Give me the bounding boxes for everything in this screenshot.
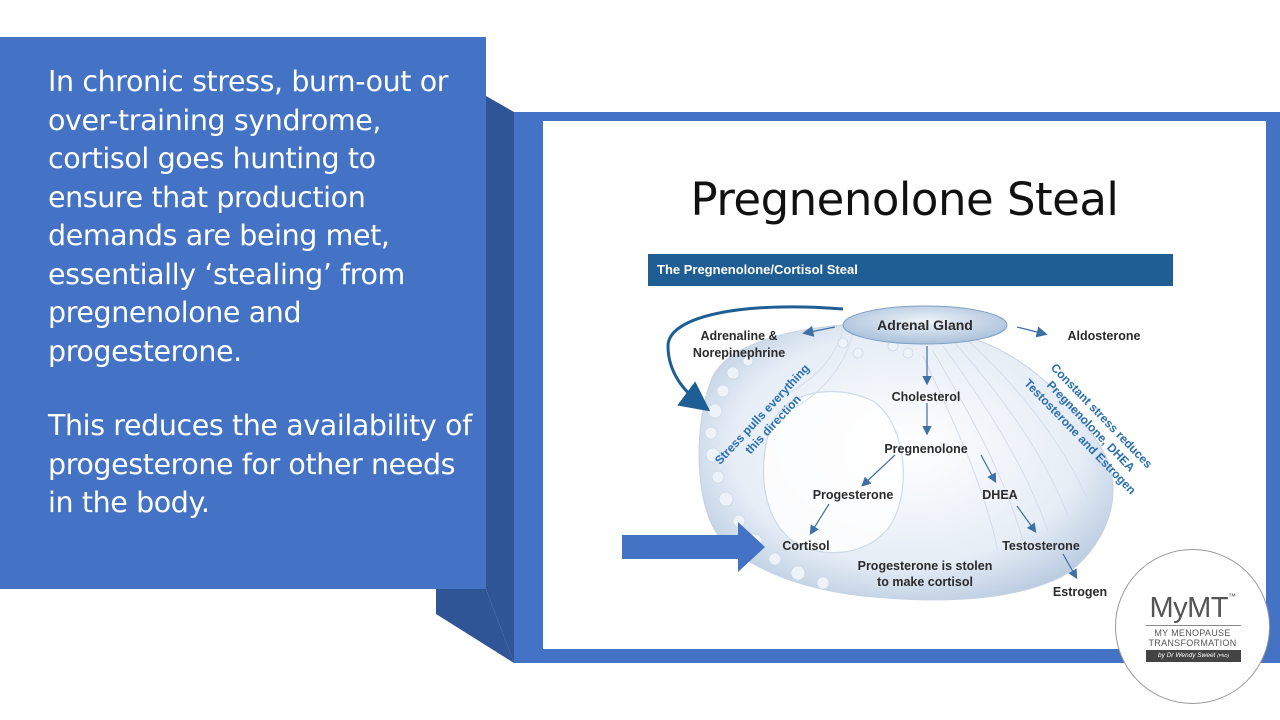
arrow-to-dhea [980,454,997,484]
node-pregnenolone: Pregnenolone [884,442,967,456]
fiber-lines [782,330,1089,552]
bottom-annotation-line1: Progesterone is stolen [858,559,993,573]
embedded-slide: Pregnenolone Steal The Pregnenolone/Cort… [543,121,1266,649]
node-dhea: DHEA [982,488,1017,502]
logo-wordmark: MyMT™ [1116,592,1269,625]
logo-byline: by Dr Wendy Sweet (PhD) [1146,650,1241,662]
body-paragraph-2: This reduces the availability of progest… [48,409,472,519]
logo-byline-text: by Dr Wendy Sweet [1158,652,1216,659]
cell-inner-lobe [762,390,904,554]
node-progesterone: Progesterone [813,488,894,502]
arrow-to-testosterone [1016,505,1037,533]
slide-title: Pregnenolone Steal [690,173,1119,226]
node-estrogen: Estrogen [1053,585,1107,599]
adrenal-gland-ellipse [842,305,1008,345]
connector-lower-shade [436,589,514,663]
logo-line2: TRANSFORMATION [1148,638,1237,648]
stress-curve-arrow [666,305,844,412]
node-testosterone: Testosterone [1002,539,1080,553]
arrow-to-adrenaline [802,325,836,337]
body-paragraph-1: In chronic stress, burn-out or over-trai… [48,65,449,368]
node-cholesterol: Cholesterol [892,390,961,404]
node-aldosterone: Aldosterone [1068,329,1141,343]
logo-line1: MY MENOPAUSE [1154,628,1231,638]
arrow-to-progesterone [861,454,896,487]
logo-main-text: MyMT [1149,592,1229,624]
node-adrenal-gland: Adrenal Gland [877,317,973,333]
logo-byline-suffix: (PhD) [1217,653,1229,658]
text-panel: In chronic stress, burn-out or over-trai… [0,37,486,589]
diagram-banner: The Pregnenolone/Cortisol Steal [648,254,1173,286]
node-adrenaline-line1: Adrenaline & [700,329,777,343]
node-cortisol: Cortisol [782,539,829,553]
pregnenolone-steal-diagram: Adrenal Gland Adrenaline & Norepinephrin… [666,305,1156,601]
arrow-to-cortisol [809,503,830,536]
logo-divider [1146,625,1241,626]
arrow-to-aldosterone [1016,326,1048,338]
node-adrenaline-line2: Norepinephrine [693,346,785,360]
membrane-bubbles [704,337,914,590]
logo-trademark: ™ [1228,592,1236,601]
highlight-arrow-icon [622,522,765,572]
connector-upper-shade [486,96,514,663]
arrow-to-estrogen [1062,553,1078,580]
bottom-annotation-line2: to make cortisol [877,575,973,589]
mymt-logo: MyMT™ MY MENOPAUSE TRANSFORMATION by Dr … [1115,549,1270,704]
highlight-arrow-shape [622,522,765,572]
